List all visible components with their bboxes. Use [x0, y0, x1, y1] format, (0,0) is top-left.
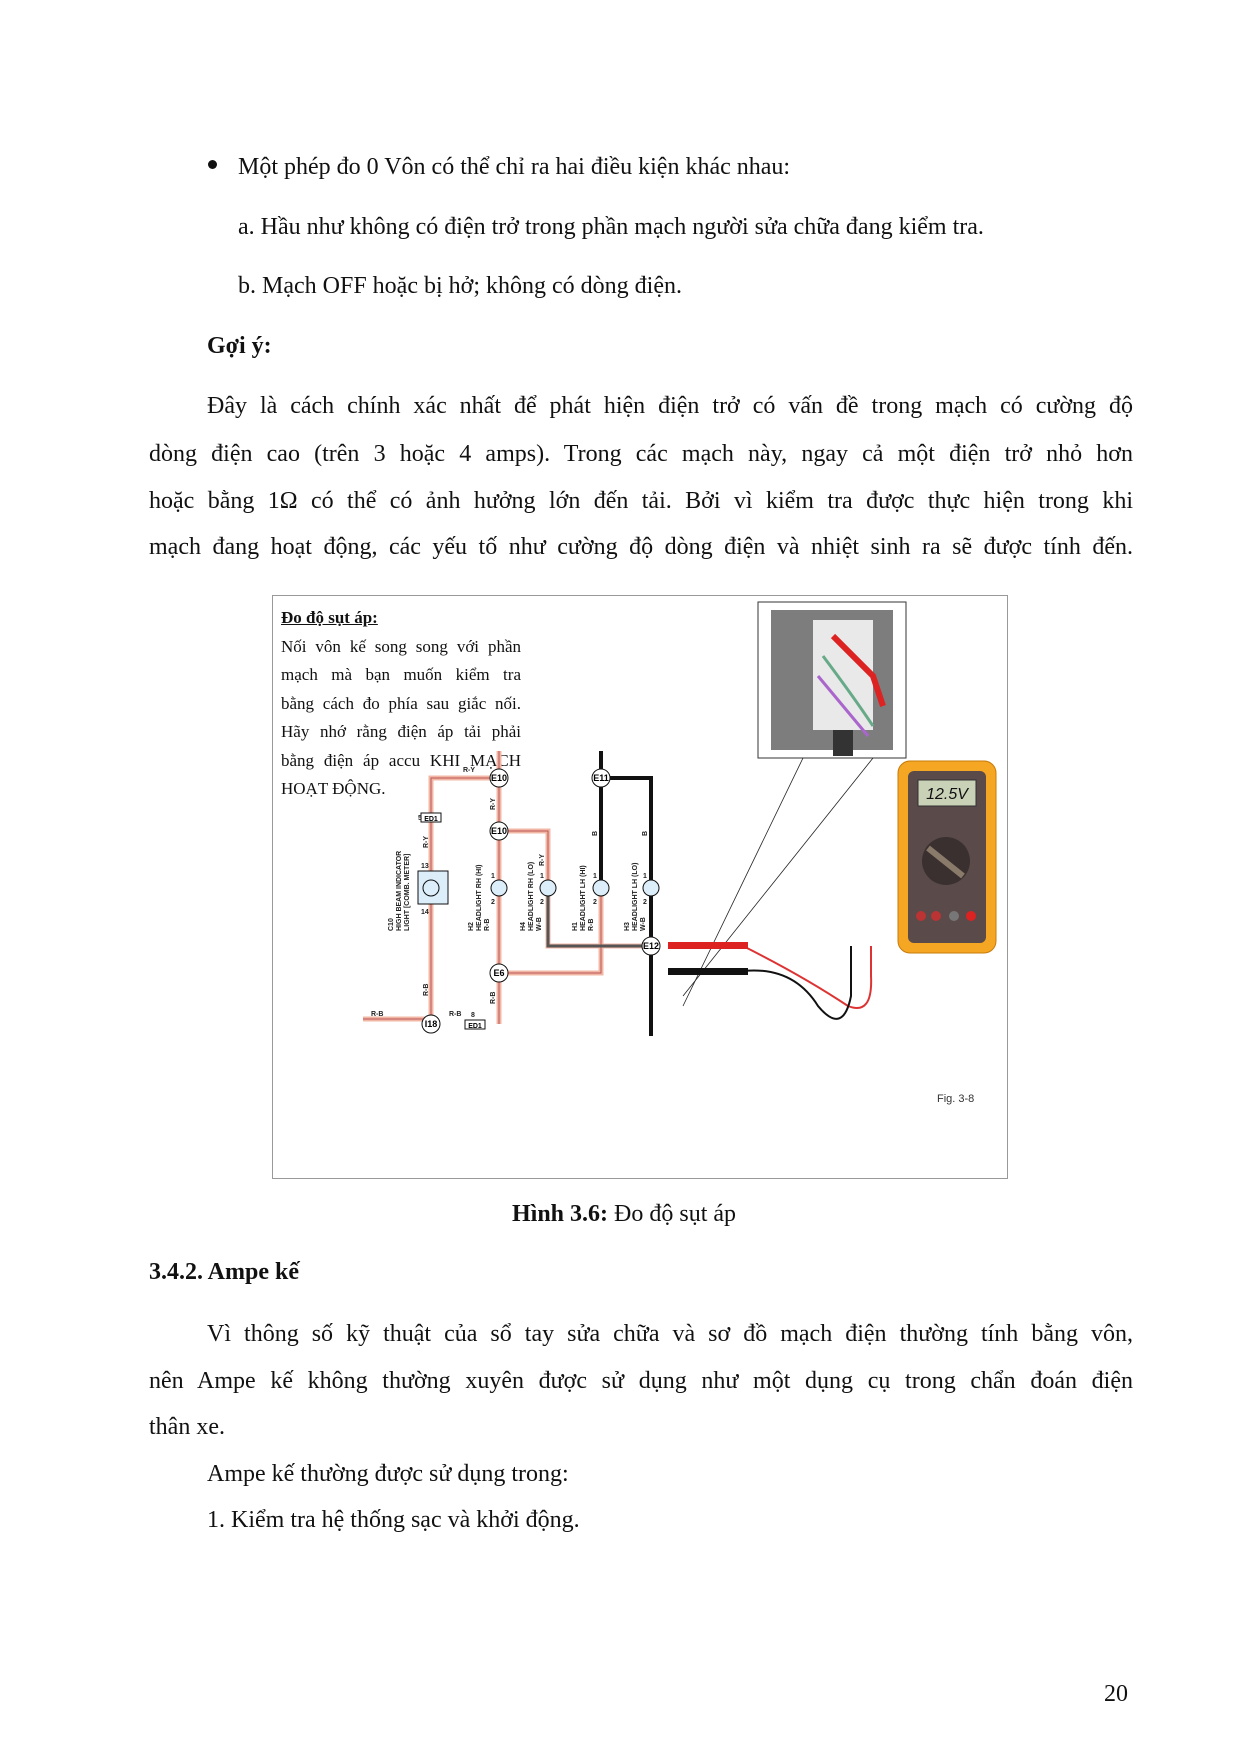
- svg-text:ED1: ED1: [424, 816, 438, 823]
- hint-title: Gợi ý:: [207, 333, 272, 359]
- figure-voltage-drop: Đo độ sụt áp: Nối vôn kế song song với p…: [272, 595, 1008, 1179]
- svg-text:H4: H4: [520, 922, 527, 931]
- svg-text:HEADLIGHT LH (HI): HEADLIGHT LH (HI): [580, 865, 587, 931]
- svg-text:2: 2: [593, 899, 597, 906]
- svg-text:E10: E10: [491, 773, 507, 783]
- connector-e10: [489, 821, 509, 841]
- figure-note-line: HOẠT ĐỘNG.: [281, 779, 386, 798]
- svg-text:H1: H1: [572, 922, 579, 931]
- bullet-text: Một phép đo 0 Vôn có thể chỉ ra hai điều…: [238, 154, 791, 180]
- fig-label: Fig. 3-8: [937, 1093, 974, 1105]
- headlight-h3: [642, 879, 660, 897]
- svg-text:1: 1: [491, 873, 495, 880]
- section-heading: 3.4.2. Ampe kế: [149, 1259, 299, 1285]
- list-item: 1. Kiểm tra hệ thống sạc và khởi động.: [207, 1507, 580, 1533]
- red-probe: [668, 942, 748, 949]
- figure-caption: Hình 3.6: Đo độ sụt áp: [512, 1201, 737, 1227]
- svg-text:2: 2: [491, 899, 495, 906]
- svg-text:W-B: W-B: [640, 917, 647, 931]
- connector-e11: [591, 768, 611, 788]
- svg-text:W-B: W-B: [536, 917, 543, 931]
- page-number: 20: [1104, 1681, 1128, 1707]
- bullet-icon: [208, 160, 217, 169]
- figure-note-line: Nối vôn kế song song với phần: [281, 636, 521, 656]
- svg-text:B: B: [592, 831, 599, 836]
- svg-text:H2: H2: [468, 922, 475, 931]
- wiring-diagram: 12.5V E10 E10 E11 E12 E6 I18 ED1 ED1: [363, 601, 997, 1105]
- svg-text:13: 13: [421, 863, 429, 870]
- paragraph-line: Vì thông số kỹ thuật của sổ tay sửa chữa…: [207, 1321, 1133, 1347]
- svg-text:I18: I18: [425, 1019, 438, 1029]
- svg-text:H3: H3: [624, 922, 631, 931]
- figure-note-line: bằng điện áp accu KHI MẠCH: [281, 750, 521, 770]
- svg-text:B: B: [642, 831, 649, 836]
- paragraph-line: mạch đang hoạt động, các yếu tố như cườn…: [149, 534, 1133, 560]
- figure-note-line: Hãy nhớ rằng điện áp tải phải: [281, 722, 521, 741]
- svg-text:8: 8: [471, 1012, 475, 1019]
- connector-e12: [641, 936, 661, 956]
- svg-text:1: 1: [643, 873, 647, 880]
- usage-intro: Ampe kế thường được sử dụng trong:: [207, 1461, 569, 1487]
- svg-text:HIGH BEAM INDICATOR: HIGH BEAM INDICATOR: [396, 851, 403, 931]
- svg-text:R-B: R-B: [371, 1011, 383, 1018]
- meter-reading: 12.5V: [926, 786, 969, 803]
- svg-text:R-Y: R-Y: [423, 836, 430, 848]
- svg-text:R-B: R-B: [449, 1011, 461, 1018]
- svg-text:1: 1: [593, 873, 597, 880]
- svg-text:HEADLIGHT LH (LO): HEADLIGHT LH (LO): [632, 863, 639, 931]
- svg-text:1: 1: [540, 873, 544, 880]
- svg-text:ED1: ED1: [468, 1023, 482, 1030]
- svg-text:R-B: R-B: [588, 919, 595, 931]
- svg-text:E10: E10: [491, 826, 507, 836]
- svg-text:R-Y: R-Y: [490, 798, 497, 810]
- figure-note: Đo độ sụt áp: Nối vôn kế song song với p…: [281, 604, 521, 804]
- svg-text:HEADLIGHT RH (LO): HEADLIGHT RH (LO): [528, 862, 535, 931]
- figure-note-line: bằng cách đo phía sau giắc nối.: [281, 693, 521, 713]
- svg-text:2: 2: [643, 899, 647, 906]
- list-item: a. Hầu như không có điện trở trong phần …: [238, 214, 984, 240]
- list-item: b. Mạch OFF hoặc bị hở; không có dòng đi…: [238, 273, 682, 299]
- svg-text:LIGHT [COMB. METER]: LIGHT [COMB. METER]: [404, 854, 411, 931]
- svg-text:E11: E11: [593, 773, 609, 783]
- svg-text:R-B: R-B: [423, 984, 430, 996]
- svg-text:5: 5: [418, 815, 422, 822]
- connector-photo: [757, 601, 907, 759]
- svg-text:R-Y: R-Y: [539, 854, 546, 866]
- svg-text:E6: E6: [493, 968, 504, 978]
- connector-e6: [489, 963, 509, 983]
- headlight-h1: [592, 879, 610, 897]
- figure-note-line: mạch mà bạn muốn kiểm tra: [281, 665, 521, 684]
- svg-text:R-Y: R-Y: [463, 767, 475, 774]
- black-probe: [668, 968, 748, 975]
- connector-i18: [421, 1014, 441, 1034]
- svg-text:R-B: R-B: [490, 992, 497, 1004]
- svg-text:C10: C10: [388, 918, 395, 931]
- paragraph-line: nên Ampe kế không thường xuyên được sử d…: [149, 1368, 1133, 1394]
- multimeter: 12.5V: [897, 760, 997, 954]
- paragraph-line: hoặc bằng 1Ω có thể có ảnh hưởng lớn đến…: [149, 488, 1133, 514]
- paragraph-line: dòng điện cao (trên 3 hoặc 4 amps). Tron…: [149, 441, 1133, 467]
- svg-text:14: 14: [421, 909, 429, 916]
- svg-text:HEADLIGHT RH (HI): HEADLIGHT RH (HI): [476, 865, 483, 932]
- svg-text:2: 2: [540, 899, 544, 906]
- headlight-h4: [539, 879, 557, 897]
- paragraph-line: thân xe.: [149, 1414, 225, 1440]
- connector-e10: [489, 768, 509, 788]
- headlight-h2: [490, 879, 508, 897]
- figure-note-title: Đo độ sụt áp:: [281, 608, 378, 627]
- paragraph-line: Đây là cách chính xác nhất để phát hiện …: [207, 393, 1133, 419]
- svg-text:E12: E12: [643, 941, 659, 951]
- svg-text:R-B: R-B: [484, 919, 491, 931]
